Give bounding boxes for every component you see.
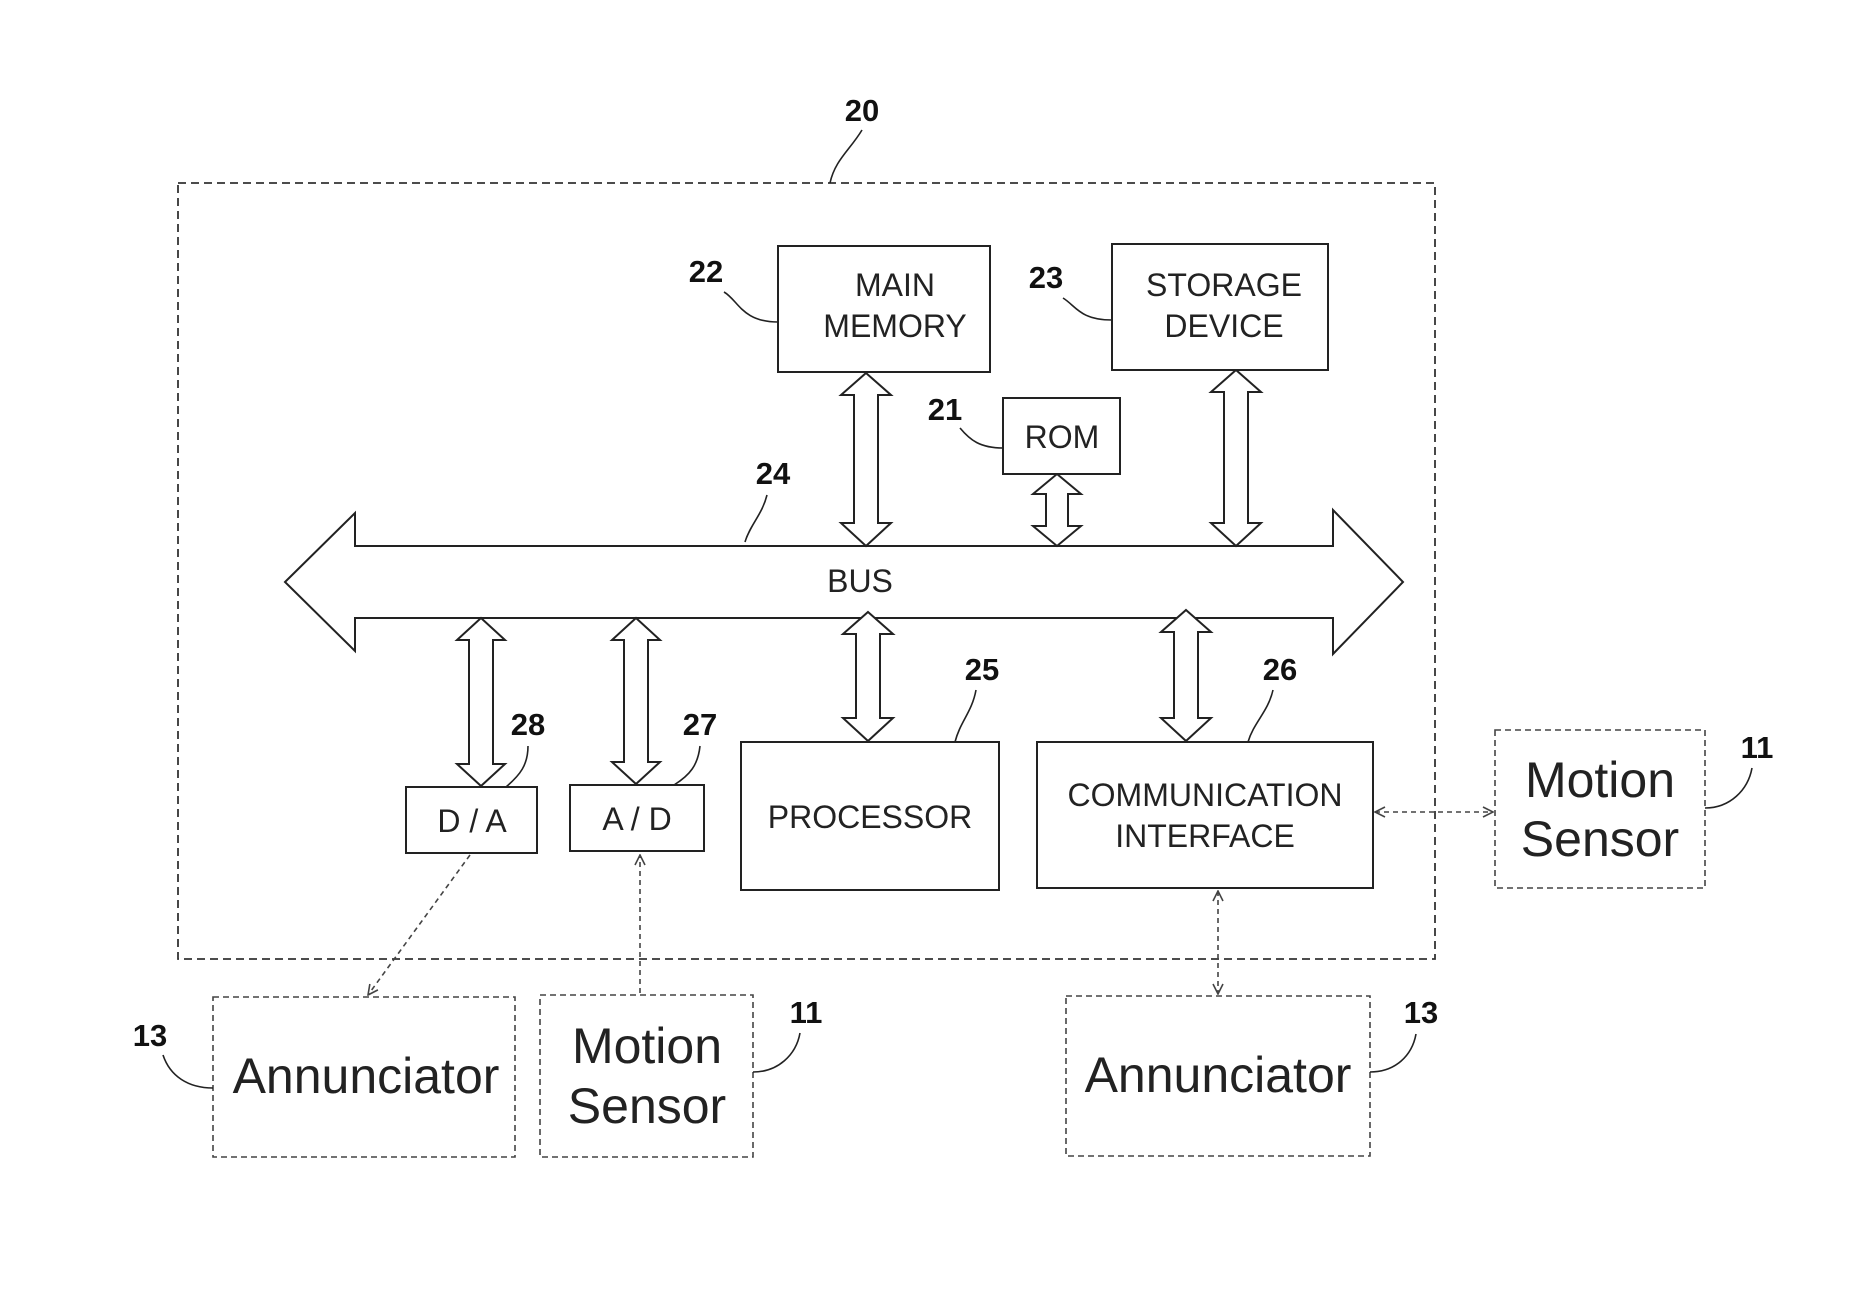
ref-main-memory-leader (724, 292, 778, 322)
ref-adc-leader (674, 746, 700, 785)
ref-system: 20 (845, 93, 879, 128)
bus-label: BUS (827, 563, 893, 599)
storage-device-box (1112, 244, 1328, 370)
ref-dac-leader (506, 746, 528, 787)
ref-comm: 26 (1263, 652, 1297, 687)
annunciator-right-label: Annunciator (1085, 1047, 1352, 1103)
ref-main-memory: 22 (689, 254, 723, 289)
ref-storage: 23 (1029, 260, 1063, 295)
motion-sensor-bottom-label-line1: Motion (572, 1018, 722, 1074)
ref-annunciator-right: 13 (1404, 995, 1438, 1030)
ref-annunciator-left-leader (163, 1055, 213, 1088)
dac-label: D / A (437, 803, 507, 839)
ref-bus: 24 (756, 456, 791, 491)
annunciator-left-label: Annunciator (233, 1048, 500, 1104)
rom-bus-arrow (1033, 474, 1081, 546)
ref-processor: 25 (965, 652, 999, 687)
adc-bus-arrow (612, 618, 660, 784)
main-memory-label-line2: MEMORY (823, 308, 966, 344)
ref-storage-leader (1063, 298, 1112, 320)
communication-interface-label-line1: COMMUNICATION (1068, 777, 1343, 813)
motion-sensor-right-label-line2: Sensor (1521, 811, 1679, 867)
ref-sensor-bottom: 11 (790, 995, 823, 1030)
ref-processor-leader (955, 690, 976, 742)
ref-rom-leader (960, 428, 1003, 448)
processor-bus-arrow (843, 612, 893, 741)
ref-dac: 28 (511, 707, 545, 742)
dac-annunciator-link (368, 855, 470, 995)
communication-interface-label-line2: INTERFACE (1115, 818, 1295, 854)
dac-bus-arrow (457, 618, 505, 786)
rom-label: ROM (1025, 419, 1100, 455)
storage-device-label-line1: STORAGE (1146, 267, 1302, 303)
ref-sensor-right: 11 (1741, 730, 1774, 765)
ref-comm-leader (1248, 690, 1273, 742)
memory-bus-arrow (841, 373, 891, 546)
ref-annunciator-right-leader (1370, 1034, 1416, 1072)
ref-sensor-right-leader (1705, 768, 1752, 808)
processor-label: PROCESSOR (768, 799, 972, 835)
adc-label: A / D (602, 801, 671, 837)
comm-bus-arrow (1161, 610, 1211, 741)
main-memory-label-line1: MAIN (855, 267, 935, 303)
motion-sensor-bottom-label-line2: Sensor (568, 1078, 726, 1134)
communication-interface-box (1037, 742, 1373, 888)
storage-bus-arrow (1211, 370, 1261, 546)
ref-system-leader (830, 130, 862, 183)
ref-adc: 27 (683, 707, 717, 742)
motion-sensor-right-label-line1: Motion (1525, 752, 1675, 808)
storage-device-label-line2: DEVICE (1164, 308, 1283, 344)
ref-annunciator-left: 13 (133, 1018, 167, 1053)
ref-rom: 21 (928, 392, 962, 427)
ref-sensor-bottom-leader (753, 1033, 800, 1072)
ref-bus-leader (745, 495, 767, 542)
